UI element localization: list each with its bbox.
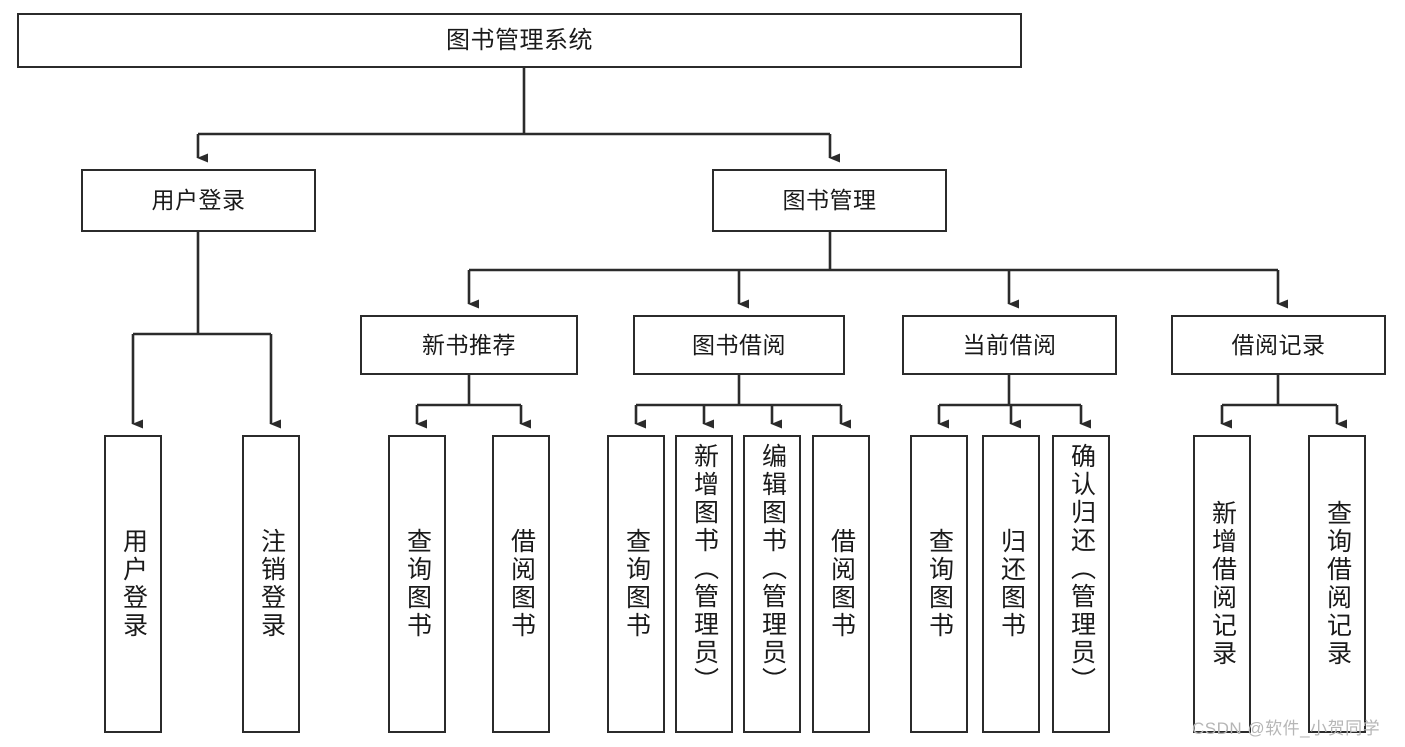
- leaf-records-add-record[interactable]: 新增借阅记录: [1193, 435, 1251, 733]
- node-label: 用户登录: [119, 528, 148, 640]
- node-label: 用户登录: [151, 187, 246, 214]
- node-label: 注销登录: [257, 528, 286, 640]
- node-label: 查询图书: [403, 528, 432, 640]
- node-label: 查询图书: [925, 528, 954, 640]
- leaf-recommend-query-book[interactable]: 查询图书: [388, 435, 446, 733]
- node-label: 借阅图书: [507, 528, 536, 640]
- leaf-records-query-record[interactable]: 查询借阅记录: [1308, 435, 1366, 733]
- leaf-current-return-book[interactable]: 归还图书: [982, 435, 1040, 733]
- node-root-book-management-system[interactable]: 图书管理系统: [17, 13, 1022, 68]
- leaf-user-login-signout[interactable]: 注销登录: [242, 435, 300, 733]
- leaf-borrow-query-book[interactable]: 查询图书: [607, 435, 665, 733]
- leaf-current-confirm-return-admin[interactable]: 确认归还（管理员）: [1052, 435, 1110, 733]
- node-new-book-recommend[interactable]: 新书推荐: [360, 315, 578, 375]
- node-current-borrow[interactable]: 当前借阅: [902, 315, 1117, 375]
- node-label: 新增图书（管理员）: [690, 443, 719, 695]
- node-borrow-records[interactable]: 借阅记录: [1171, 315, 1386, 375]
- node-label: 归还图书: [997, 528, 1026, 640]
- node-label: 图书管理系统: [446, 26, 593, 54]
- node-label: 新书推荐: [422, 331, 516, 358]
- node-book-borrow[interactable]: 图书借阅: [633, 315, 845, 375]
- leaf-borrow-borrow-book[interactable]: 借阅图书: [812, 435, 870, 733]
- node-label: 编辑图书（管理员）: [758, 443, 787, 695]
- node-label: 查询借阅记录: [1323, 500, 1352, 668]
- node-label: 新增借阅记录: [1208, 500, 1237, 668]
- leaf-current-query-book[interactable]: 查询图书: [910, 435, 968, 733]
- node-label: 借阅记录: [1231, 331, 1326, 358]
- node-label: 查询图书: [622, 528, 651, 640]
- node-label: 当前借阅: [962, 331, 1057, 358]
- csdn-watermark: CSDN @软件_小贺同学: [1192, 719, 1381, 738]
- node-user-login[interactable]: 用户登录: [81, 169, 316, 232]
- node-book-management[interactable]: 图书管理: [712, 169, 947, 232]
- leaf-user-login-signin[interactable]: 用户登录: [104, 435, 162, 733]
- node-label: 图书借阅: [692, 331, 786, 358]
- node-label: 借阅图书: [827, 528, 856, 640]
- leaf-borrow-edit-book-admin[interactable]: 编辑图书（管理员）: [743, 435, 801, 733]
- node-label: 图书管理: [782, 187, 877, 214]
- leaf-borrow-add-book-admin[interactable]: 新增图书（管理员）: [675, 435, 733, 733]
- node-label: 确认归还（管理员）: [1067, 443, 1096, 695]
- leaf-recommend-borrow-book[interactable]: 借阅图书: [492, 435, 550, 733]
